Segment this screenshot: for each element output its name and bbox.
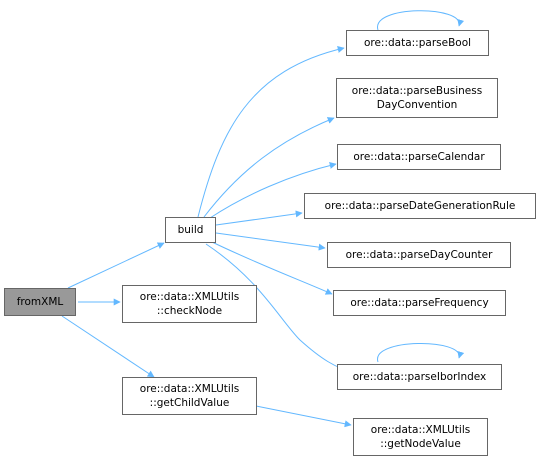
node-build[interactable]: build <box>165 217 216 243</box>
node-parsedaycounter-label: ore::data::parseDayCounter <box>345 249 493 261</box>
node-fromxml: fromXML <box>4 288 76 316</box>
node-parsecalendar-label: ore::data::parseCalendar <box>353 151 485 163</box>
node-checknode[interactable]: ore::data::XMLUtils ::checkNode <box>122 285 257 323</box>
edge-build-parsebool <box>197 46 345 218</box>
node-getnodevalue-label-1: ore::data::XMLUtils <box>370 424 471 436</box>
edge-parseiborindex-self <box>377 343 465 363</box>
node-checknode-label-1: ore::data::XMLUtils <box>139 291 240 303</box>
node-parsebool[interactable]: ore::data::parseBool <box>346 30 489 56</box>
node-parsecalendar[interactable]: ore::data::parseCalendar <box>337 144 501 170</box>
node-build-label: build <box>177 224 204 236</box>
node-parseiborindex[interactable]: ore::data::parseIborIndex <box>337 364 502 390</box>
node-parsedgr[interactable]: ore::data::parseDateGenerationRule <box>304 193 536 219</box>
edge-build-parsebdc <box>203 117 335 218</box>
edge-getchildvalue-getnodevalue <box>255 405 352 428</box>
node-parsefrequency-label: ore::data::parseFrequency <box>350 297 489 309</box>
node-parsebdc-label-1: ore::data::parseBusiness <box>351 85 483 97</box>
edge-build-parsecalendar <box>209 162 337 219</box>
node-getchildvalue-label-2: ::getChildValue <box>149 397 230 409</box>
node-getnodevalue-label-2: ::getNodeValue <box>380 438 461 450</box>
edge-build-parsedgr <box>215 210 303 226</box>
node-checknode-label-2: ::checkNode <box>156 305 223 317</box>
node-getchildvalue-label-1: ore::data::XMLUtils <box>139 383 240 395</box>
edge-fromxml-build <box>67 242 165 289</box>
node-parsedaycounter[interactable]: ore::data::parseDayCounter <box>327 242 511 268</box>
node-parsedgr-label: ore::data::parseDateGenerationRule <box>324 200 516 212</box>
node-getnodevalue[interactable]: ore::data::XMLUtils ::getNodeValue <box>353 418 488 456</box>
edge-build-parseiborindex <box>205 243 358 376</box>
node-parsebdc[interactable]: ore::data::parseBusiness DayConvention <box>336 78 498 118</box>
node-getchildvalue[interactable]: ore::data::XMLUtils ::getChildValue <box>122 377 257 415</box>
node-parseiborindex-label: ore::data::parseIborIndex <box>352 371 487 383</box>
edge-parsebool-self <box>377 10 465 31</box>
edge-fromxml-getchildvalue <box>61 315 155 378</box>
node-parsebool-label: ore::data::parseBool <box>363 37 472 49</box>
node-parsefrequency[interactable]: ore::data::parseFrequency <box>333 290 506 316</box>
edge-build-parsefrequency <box>211 241 333 295</box>
edge-build-parsedaycounter <box>215 232 326 251</box>
node-parsebdc-label-2: DayConvention <box>376 99 458 111</box>
node-fromxml-label: fromXML <box>16 296 64 308</box>
